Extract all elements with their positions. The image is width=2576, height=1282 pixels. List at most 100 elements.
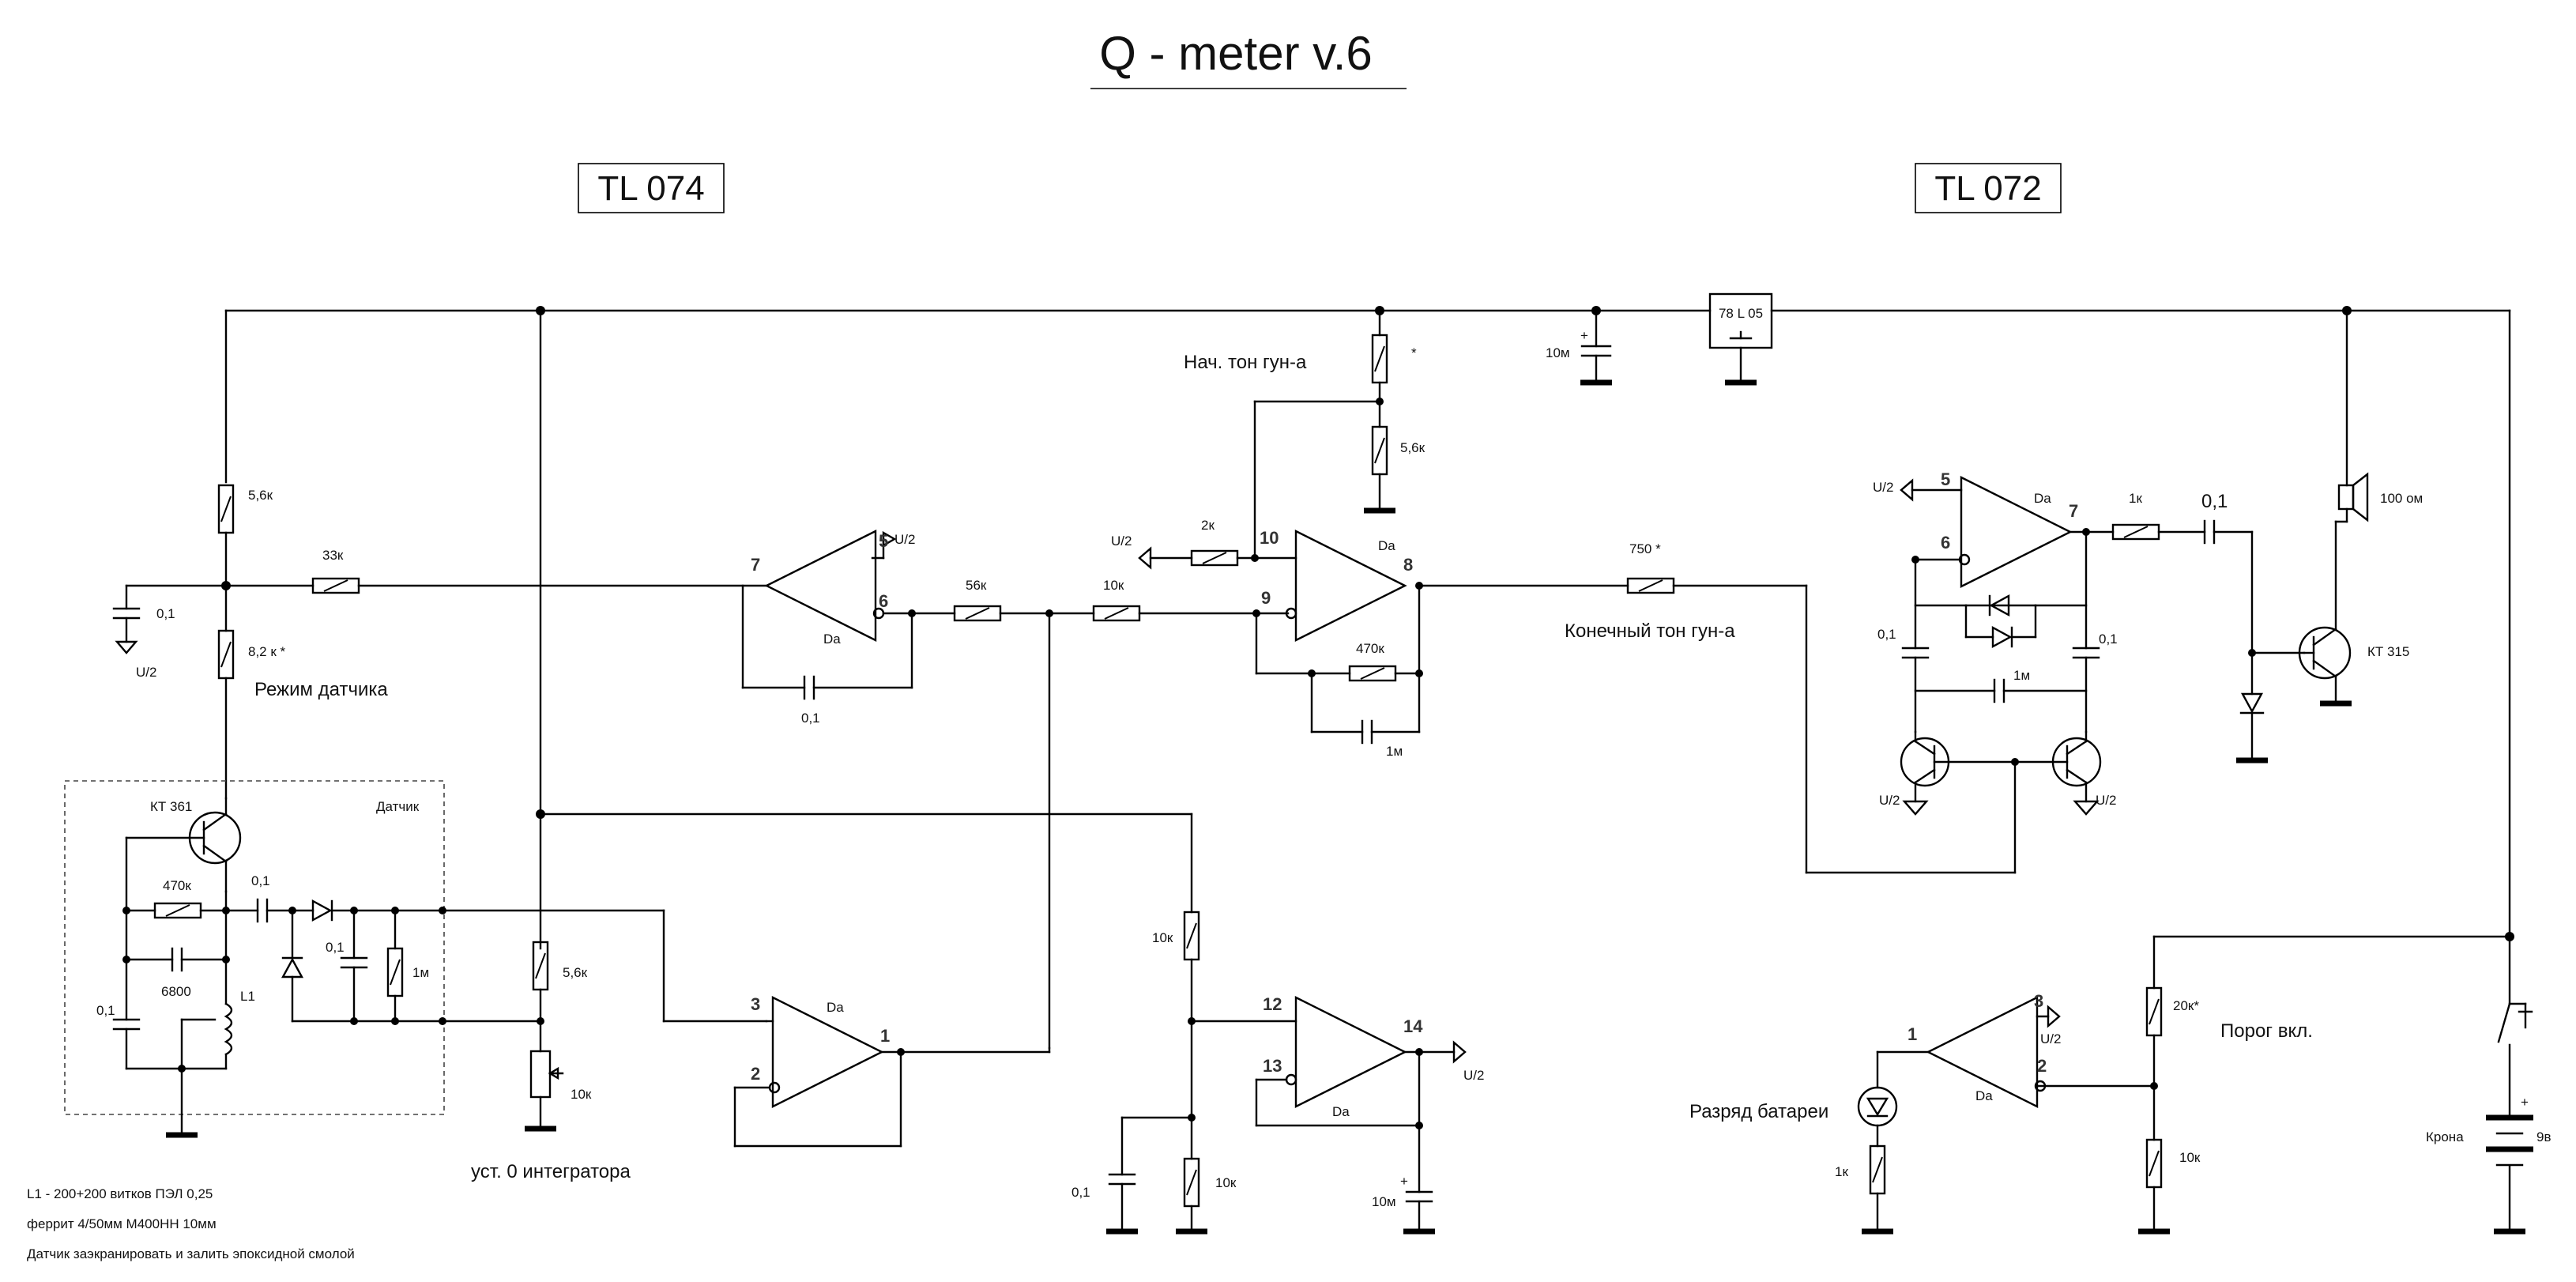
resistor-8-2k: 8,2 к * Режим датчика — [217, 629, 388, 800]
svg-text:10м: 10м — [1546, 345, 1570, 360]
svg-text:*: * — [1411, 345, 1417, 360]
power-switch-battery: Крона 9в + — [2426, 935, 2552, 1235]
set-zero-label: уст. 0 интегратора — [471, 1161, 631, 1182]
svg-text:1к: 1к — [2129, 491, 2142, 506]
opamp-oscillator-5-6-7: U/2 5 6 7 Da 0,1 0,1 1м — [1873, 469, 2118, 816]
svg-text:+: + — [1400, 1174, 1408, 1189]
regulator-78l05: 78 L 05 — [1708, 292, 1773, 386]
svg-text:5: 5 — [1941, 469, 1950, 489]
divider-10k: 10к 10к 0,1 — [1071, 911, 1237, 1235]
svg-text:3: 3 — [2034, 991, 2043, 1011]
battery-monitor: 20к* Порог вкл. 10к U/2 3 2 1 Da 1к Разр… — [1689, 932, 2514, 1235]
svg-text:5,6к: 5,6к — [563, 965, 588, 980]
svg-text:TL 074: TL 074 — [597, 169, 704, 208]
svg-text:8,2 к *: 8,2 к * — [248, 644, 286, 659]
svg-text:1: 1 — [880, 1026, 890, 1046]
opamp-comparator-7-5-6: 7 5 6 U/2 Da 0,1 — [741, 530, 916, 726]
svg-text:7: 7 — [2069, 501, 2078, 521]
svg-text:10к: 10к — [2179, 1150, 2201, 1165]
threshold-label: Порог вкл. — [2220, 1020, 2313, 1042]
svg-text:Da: Da — [827, 1000, 844, 1015]
svg-text:Крона: Крона — [2426, 1129, 2464, 1144]
end-tone-label: Конечный тон гун-а — [1565, 620, 1735, 642]
svg-text:0,1: 0,1 — [1877, 627, 1896, 642]
svg-text:6: 6 — [1941, 533, 1950, 552]
svg-text:1: 1 — [1908, 1024, 1917, 1044]
svg-text:5: 5 — [879, 531, 888, 551]
battery-low-label: Разряд батареи — [1689, 1101, 1828, 1122]
note-l1-turns: L1 - 200+200 витков ПЭЛ 0,25 — [27, 1186, 213, 1201]
svg-text:56к: 56к — [966, 578, 987, 593]
svg-text:100 ом: 100 ом — [2380, 491, 2423, 506]
sensor-output-wire — [441, 909, 768, 1025]
svg-text:0,1: 0,1 — [156, 606, 175, 621]
opamp-vco-10-9-8: 10 9 8 Da 470к 1м U/2 2к — [1111, 400, 1423, 759]
chip-label-tl072: TL 072 — [1915, 163, 2062, 213]
resistor-750: 750 * Конечный тон гун-а — [1418, 541, 2017, 874]
svg-text:0,1: 0,1 — [251, 873, 270, 888]
mid-feed-wire — [536, 809, 1193, 914]
svg-text:750 *: 750 * — [1629, 541, 1661, 556]
svg-text:3: 3 — [751, 994, 760, 1014]
opamp-buffer-12-13-14: 12 13 14 Da U/2 10м + — [1190, 994, 1484, 1235]
svg-text:1м: 1м — [1386, 744, 1403, 759]
svg-text:1м: 1м — [2013, 668, 2030, 683]
svg-text:6: 6 — [879, 591, 888, 611]
svg-text:U/2: U/2 — [1111, 534, 1132, 549]
potentiometer-10k: 10к уст. 0 интегратора — [471, 1050, 631, 1182]
svg-text:0,1: 0,1 — [801, 711, 820, 726]
svg-text:10к: 10к — [1215, 1175, 1237, 1190]
svg-text:14: 14 — [1403, 1016, 1423, 1036]
svg-text:7: 7 — [751, 555, 760, 575]
svg-text:33к: 33к — [322, 548, 344, 563]
output-stage: 1к 0,1 КТ 315 100 ом — [2111, 309, 2423, 764]
svg-text:13: 13 — [1263, 1056, 1282, 1076]
page-title: Q - meter v.6 — [1099, 27, 1373, 80]
svg-text:5,6к: 5,6к — [248, 488, 273, 503]
svg-text:U/2: U/2 — [1463, 1068, 1484, 1083]
svg-text:5,6к: 5,6к — [1400, 440, 1425, 455]
svg-text:TL 072: TL 072 — [1934, 169, 2041, 208]
svg-text:U/2: U/2 — [2096, 793, 2116, 808]
svg-text:9в: 9в — [2536, 1129, 2552, 1144]
svg-text:L1: L1 — [240, 989, 255, 1004]
resistor-5-6k-bottom: 5,6к — [532, 941, 588, 1053]
power-rail — [224, 306, 2511, 950]
svg-text:Da: Da — [2034, 491, 2051, 506]
resistor-5-6k-left: 5,6к — [217, 484, 273, 632]
svg-text:470к: 470к — [1356, 641, 1384, 656]
svg-text:0,1: 0,1 — [2201, 491, 2228, 512]
svg-text:9: 9 — [1261, 588, 1271, 608]
svg-text:КТ 361: КТ 361 — [150, 799, 192, 814]
resistor-33k: 33к — [224, 548, 768, 594]
svg-text:0,1: 0,1 — [1071, 1185, 1090, 1200]
svg-text:12: 12 — [1263, 994, 1282, 1014]
opamp-integrator-3-2-1: 3 2 1 Da — [733, 994, 1051, 1148]
svg-text:2к: 2к — [1201, 518, 1215, 533]
svg-text:8: 8 — [1403, 555, 1413, 575]
resistor-start-tone: * 5,6к Нач. тон гун-а — [1184, 309, 1425, 514]
svg-text:Da: Da — [1975, 1088, 1993, 1103]
note-ferrite: феррит 4/50мм М400НН 10мм — [27, 1216, 217, 1231]
svg-text:0,1: 0,1 — [2099, 632, 2118, 647]
svg-text:U/2: U/2 — [1879, 793, 1900, 808]
mode-label: Режим датчика — [254, 679, 388, 700]
svg-text:10к: 10к — [571, 1087, 592, 1102]
svg-text:Da: Da — [823, 632, 841, 647]
chip-label-tl074: TL 074 — [578, 163, 725, 213]
start-tone-label: Нач. тон гун-а — [1184, 352, 1307, 373]
svg-text:20к*: 20к* — [2173, 998, 2199, 1013]
svg-text:0,1: 0,1 — [326, 940, 345, 955]
svg-text:1к: 1к — [1835, 1164, 1848, 1179]
svg-text:U/2: U/2 — [1873, 480, 1893, 495]
svg-text:10к: 10к — [1103, 578, 1124, 593]
resistor-56k-10k: 56к 10к — [910, 578, 1290, 1050]
svg-text:2: 2 — [2037, 1056, 2047, 1076]
capacitor-0-1-left: 0,1 U/2 — [112, 584, 228, 680]
svg-text:1м: 1м — [412, 965, 429, 980]
svg-text:Датчик: Датчик — [376, 799, 420, 814]
svg-text:6800: 6800 — [161, 984, 191, 999]
svg-text:КТ 315: КТ 315 — [2367, 644, 2409, 659]
svg-text:+: + — [2521, 1095, 2529, 1110]
